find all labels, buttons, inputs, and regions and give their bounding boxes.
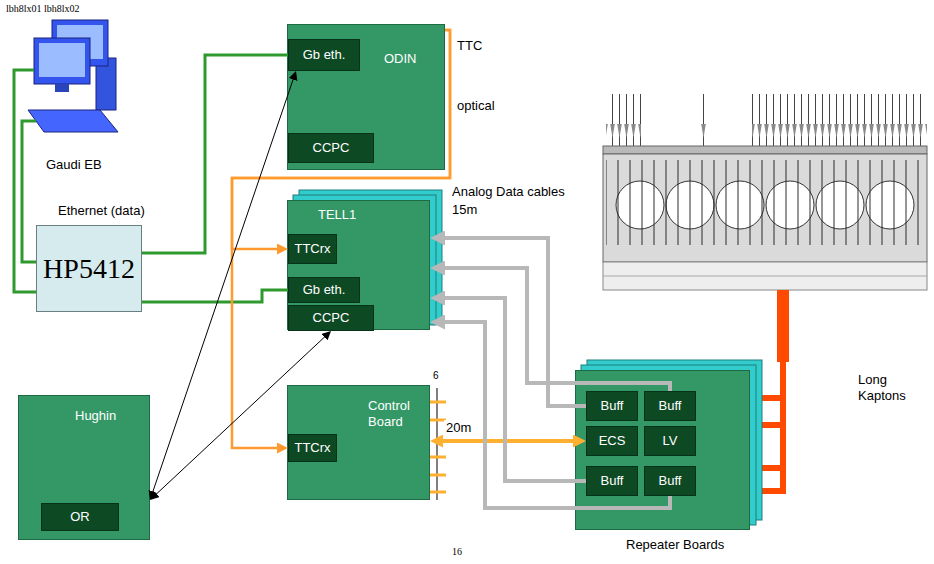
ethernet-link <box>142 290 288 302</box>
analog-cable <box>439 268 670 391</box>
antenna-row <box>752 94 927 150</box>
keyboard <box>28 110 118 132</box>
board-box: HughinOR <box>18 395 150 540</box>
module-label: Buff <box>659 473 682 489</box>
module-label: Buff <box>659 398 682 414</box>
module-label: TTCrx <box>294 440 330 456</box>
module-label: TTCrx <box>294 241 330 257</box>
kapton-cable <box>760 465 786 471</box>
ethernet-link <box>142 55 288 253</box>
module-label: Buff <box>601 473 624 489</box>
kapton-cables <box>760 290 786 494</box>
detector-bars <box>606 160 925 245</box>
monitor-screen <box>39 43 85 77</box>
monitor-front <box>34 38 90 84</box>
cable-label: Analog Data cables <box>452 184 565 200</box>
page-number: 16 <box>452 546 462 558</box>
module-box: OR <box>41 503 119 531</box>
label-holder: Long Kaptons <box>858 372 922 403</box>
antenna-row <box>606 94 641 150</box>
optical-link <box>232 30 450 249</box>
connector-stub <box>430 401 446 404</box>
module-box: Gb eth. <box>288 277 360 303</box>
connector-stub <box>430 474 446 477</box>
label-holder: 15m <box>452 202 477 218</box>
board-box: TELL1TTCrx Gb eth. CCPC <box>287 200 430 330</box>
connector-bar <box>437 388 438 500</box>
label-holder: optical <box>457 98 495 114</box>
module-box: Buff <box>586 391 638 421</box>
module-label: Gb eth. <box>303 282 346 298</box>
signal-name: TTC <box>457 38 482 54</box>
antenna-row <box>699 94 706 150</box>
cable-length: 15m <box>452 202 477 218</box>
computer-icon <box>28 20 118 132</box>
detector-frame <box>603 154 927 262</box>
connector-stub <box>430 456 446 459</box>
module-box: CCPC <box>288 305 374 331</box>
label-holder: 6 <box>433 370 439 382</box>
label-holder: TTC <box>457 38 482 54</box>
detector-base-line <box>603 276 927 277</box>
analog-cable <box>439 322 670 508</box>
label-holder: Ethernet (data) <box>58 203 145 219</box>
box-title: ODIN <box>384 51 417 67</box>
module-label: ECS <box>599 433 626 449</box>
label-holder: 16 <box>452 546 462 558</box>
module-label: OR <box>70 509 90 525</box>
detector-illustration <box>603 94 927 290</box>
module-box: ECS <box>586 426 638 456</box>
control-link <box>154 335 327 497</box>
network-cable <box>14 70 36 292</box>
connector-count: 6 <box>433 370 439 382</box>
module-box: Gb eth. <box>288 39 360 71</box>
label-holder: lbh8lx01 lbh8lx02 <box>6 3 80 15</box>
module-label: Buff <box>601 398 624 414</box>
analog-cable <box>439 298 586 481</box>
module-box: TTCrx <box>288 434 337 462</box>
module-box: Buff <box>644 391 696 421</box>
connector-stubs <box>430 388 446 500</box>
box-title: Control Board <box>368 398 424 429</box>
host-names: lbh8lx01 lbh8lx02 <box>6 3 80 15</box>
detector-rail <box>603 146 927 154</box>
optical-link <box>232 30 450 448</box>
edge-label-holder: 20m <box>444 420 473 436</box>
module-label: CCPC <box>313 140 350 156</box>
module-label: LV <box>663 433 678 449</box>
box-title: TELL1 <box>318 207 356 223</box>
detector-base <box>603 262 927 290</box>
kapton-cable <box>760 488 786 494</box>
label-holder: Gaudi EB <box>46 157 102 173</box>
board-box: Control BoardTTCrx <box>287 385 430 500</box>
signal-medium: optical <box>457 98 495 114</box>
kapton-cable <box>760 422 786 428</box>
board-box: ODIN Gb eth. CCPC <box>287 24 445 170</box>
module-label: Gb eth. <box>303 47 346 63</box>
monitor-stand <box>55 84 69 92</box>
ecs-cable <box>438 439 578 443</box>
module-label: CCPC <box>313 310 350 326</box>
module-box: Buff <box>644 466 696 496</box>
cable-label: Long Kaptons <box>858 372 922 403</box>
kapton-cable <box>760 395 786 401</box>
module-box: Buff <box>586 466 638 496</box>
cable-length: 20m <box>444 420 473 436</box>
network-label: Ethernet (data) <box>58 203 145 219</box>
module-box: TTCrx <box>288 234 337 264</box>
module-box: CCPC <box>288 133 374 163</box>
kapton-bundle <box>777 290 789 362</box>
connector-stub <box>430 491 446 494</box>
switch-box: HP5412 <box>36 225 142 312</box>
computer-label: Gaudi EB <box>46 157 102 173</box>
box-title: Hughin <box>75 408 116 424</box>
network-cable <box>22 121 36 262</box>
box-title: HP5412 <box>43 252 135 286</box>
label-holder: Analog Data cables <box>452 184 565 200</box>
module-box: LV <box>644 426 696 456</box>
box-title: Repeater Boards <box>626 537 724 553</box>
